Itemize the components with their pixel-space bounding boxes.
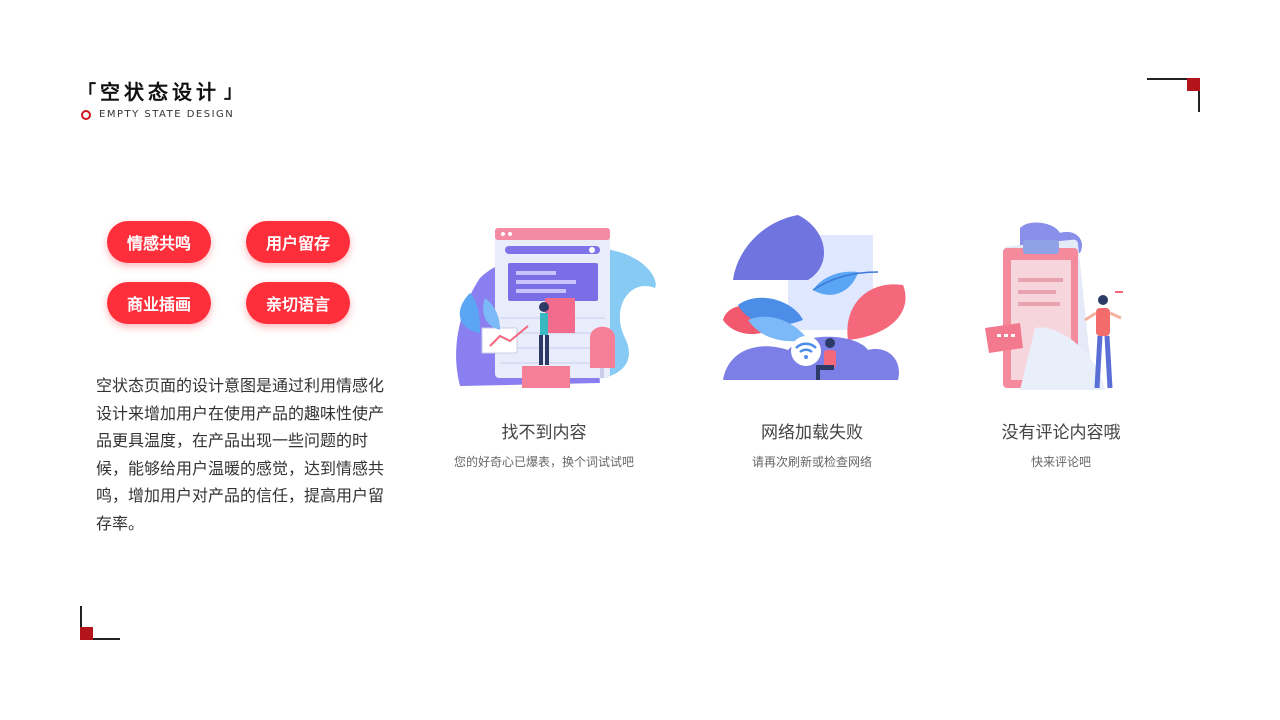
corner-line [80, 606, 82, 640]
card-subtitle-network-failure: 请再次刷新或检查网络 [751, 455, 872, 469]
corner-decoration-top-right [1147, 78, 1200, 112]
network-failure-illustration [723, 215, 906, 380]
corner-decoration-bottom-left [80, 606, 120, 640]
card-title-no-comments: 没有评论内容哦 [1001, 423, 1121, 443]
card-title-not-found: 找不到内容 [501, 423, 587, 443]
page-title-text: 空状态设计 [100, 80, 220, 104]
title-bracket-close: 」 [224, 81, 242, 103]
corner-line [1147, 78, 1200, 80]
tag-commercial-illustration: 商业插画 [107, 282, 211, 324]
corner-line [80, 638, 120, 640]
card-subtitle-not-found: 您的好奇心已爆表，换个词试试吧 [453, 455, 634, 469]
ring-bullet-icon [81, 109, 91, 120]
page-subtitle: EMPTY STATE DESIGN [78, 109, 242, 120]
tag-emotional-resonance: 情感共鸣 [107, 221, 211, 263]
no-comments-illustration [985, 222, 1123, 390]
title-bracket-open: 「 [78, 81, 96, 103]
page-title: 「 空状态设计 」 [78, 76, 242, 105]
card-subtitle-no-comments: 快来评论吧 [1030, 455, 1091, 469]
corner-square [1187, 78, 1200, 91]
description-text: 空状态页面的设计意图是通过利用情感化设计来增加用户在使用产品的趣味性使产品更具温… [96, 376, 385, 533]
corner-line [1198, 78, 1200, 112]
card-title-network-failure: 网络加载失败 [761, 423, 863, 443]
page-header: 「 空状态设计 」 EMPTY STATE DESIGN [78, 76, 242, 120]
corner-square [80, 627, 93, 640]
page-subtitle-text: EMPTY STATE DESIGN [99, 109, 235, 120]
tag-friendly-language: 亲切语言 [246, 282, 350, 324]
search-not-found-illustration [456, 228, 656, 388]
tag-user-retention: 用户留存 [246, 221, 350, 263]
